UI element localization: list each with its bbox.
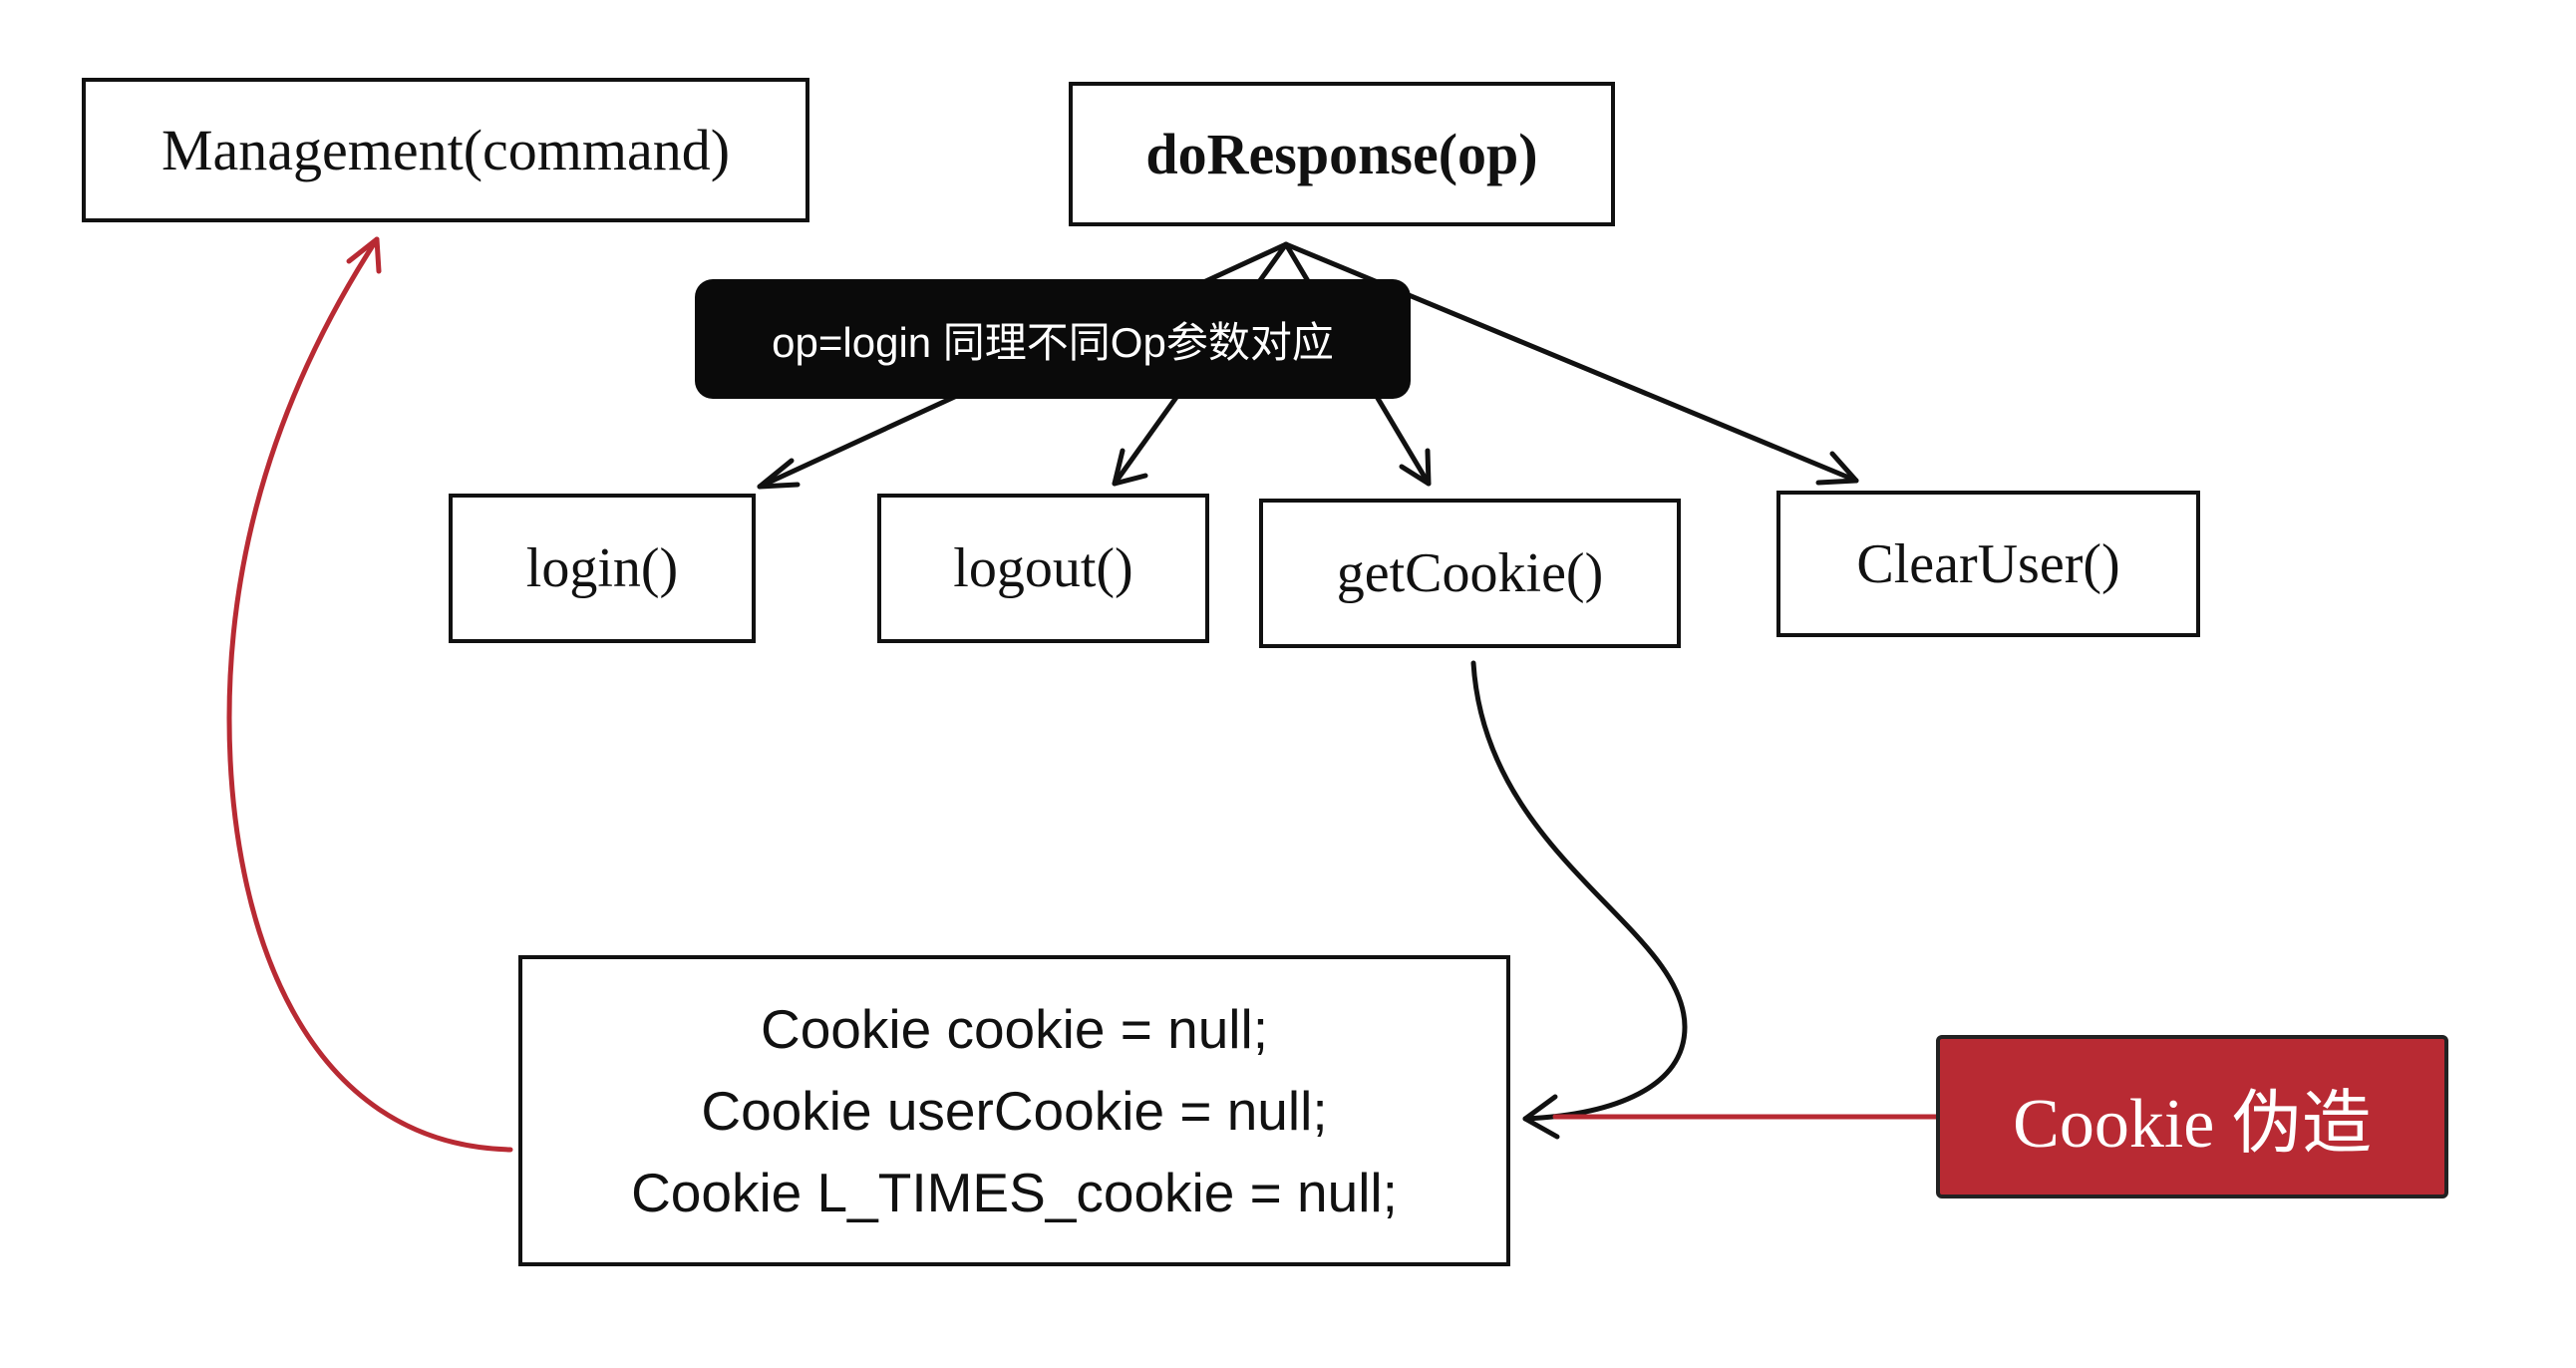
get-cookie-label: getCookie() (1336, 542, 1604, 604)
cookie-forgery-label: Cookie 伪造 (2013, 1085, 2372, 1163)
management-node: Management(command) (82, 78, 809, 222)
user-cookie-declaration-line: Cookie userCookie = null; (701, 1080, 1328, 1142)
cookie-declarations-box: Cookie cookie = null; Cookie userCookie … (518, 955, 1510, 1266)
arrow-getcookie-to-declarations (1470, 660, 1688, 1122)
do-response-node: doResponse(op) (1069, 82, 1615, 226)
cookie-declaration-line: Cookie cookie = null; (760, 998, 1269, 1060)
arrowhead-logout (1112, 448, 1148, 487)
arrowhead-clearuser (1815, 451, 1859, 486)
op-note: op=login 同理不同Op参数对应 (695, 279, 1411, 399)
arrowhead-getcookie (1399, 448, 1432, 487)
management-label: Management(command) (161, 118, 731, 182)
red-arrow-to-management (226, 236, 513, 1153)
clear-user-label: ClearUser() (1856, 532, 2120, 595)
cookie-forgery-tag: Cookie 伪造 (1936, 1035, 2448, 1198)
arrowhead-login (757, 458, 801, 490)
logout-node: logout() (877, 494, 1209, 643)
do-response-label: doResponse(op) (1145, 122, 1538, 186)
l-times-cookie-declaration-line: Cookie L_TIMES_cookie = null; (631, 1162, 1398, 1223)
arrowhead-declarations (1522, 1094, 1560, 1140)
get-cookie-node: getCookie() (1259, 499, 1681, 648)
clear-user-node: ClearUser() (1776, 491, 2200, 637)
logout-label: logout() (953, 537, 1133, 599)
login-node: login() (449, 494, 756, 643)
op-note-label: op=login 同理不同Op参数对应 (772, 318, 1334, 366)
login-label: login() (525, 537, 679, 599)
red-arrowhead-management (346, 236, 382, 274)
